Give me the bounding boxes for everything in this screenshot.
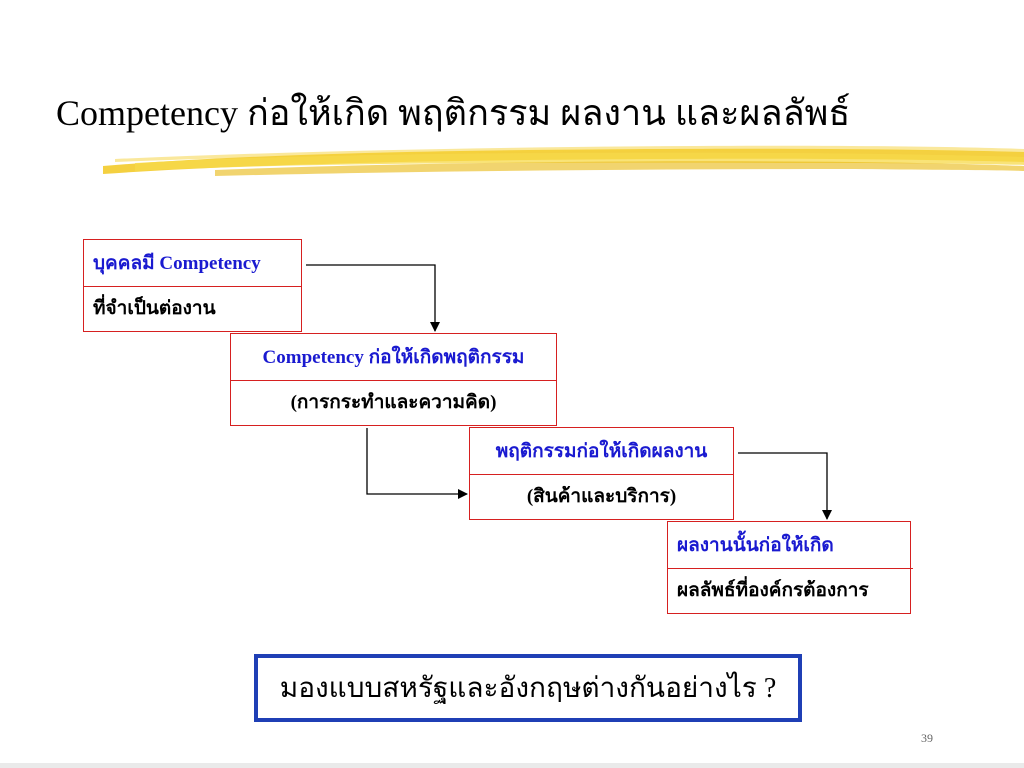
connector-arrow-3 bbox=[738, 452, 832, 520]
question-box: มองแบบสหรัฐและอังกฤษต่างกันอย่างไร ? bbox=[254, 654, 802, 722]
step-3-subtext: (สินค้าและบริการ) bbox=[526, 486, 677, 508]
connector-arrow-2 bbox=[366, 428, 468, 499]
page-number: 39 bbox=[921, 731, 933, 745]
step-4-divider bbox=[668, 567, 913, 569]
step-1-divider bbox=[84, 285, 301, 287]
step-4-subtext: ผลลัพธ์ที่องค์กรต้องการ bbox=[677, 580, 869, 602]
step-box-competency-behavior: Competency ก่อให้เกิดพฤติกรรม (การกระทำแ… bbox=[230, 333, 557, 426]
footer-band bbox=[0, 763, 1024, 768]
slide-title: Competency ก่อให้เกิด พฤติกรรม ผลงาน และ… bbox=[56, 93, 851, 133]
step-2-divider bbox=[231, 379, 556, 381]
connector-arrow-1 bbox=[306, 264, 440, 332]
step-1-heading: บุคคลมี Competency bbox=[93, 252, 261, 274]
title-underline-brush bbox=[103, 145, 1024, 176]
step-2-subtext: (การกระทำและความคิด) bbox=[290, 392, 497, 414]
step-box-behavior-performance: พฤติกรรมก่อให้เกิดผลงาน (สินค้าและบริการ… bbox=[469, 427, 734, 520]
step-4-heading: ผลงานนั้นก่อให้เกิด bbox=[677, 534, 834, 556]
question-text: มองแบบสหรัฐและอังกฤษต่างกันอย่างไร ? bbox=[279, 673, 777, 704]
step-box-individual-competency: บุคคลมี Competency ที่จำเป็นต่องาน bbox=[83, 239, 302, 332]
step-box-performance-results: ผลงานนั้นก่อให้เกิด ผลลัพธ์ที่องค์กรต้อง… bbox=[667, 521, 913, 614]
step-3-divider bbox=[470, 473, 733, 475]
step-3-heading: พฤติกรรมก่อให้เกิดผลงาน bbox=[495, 440, 708, 462]
step-2-heading: Competency ก่อให้เกิดพฤติกรรม bbox=[262, 346, 525, 368]
step-1-subtext: ที่จำเป็นต่องาน bbox=[93, 298, 216, 320]
